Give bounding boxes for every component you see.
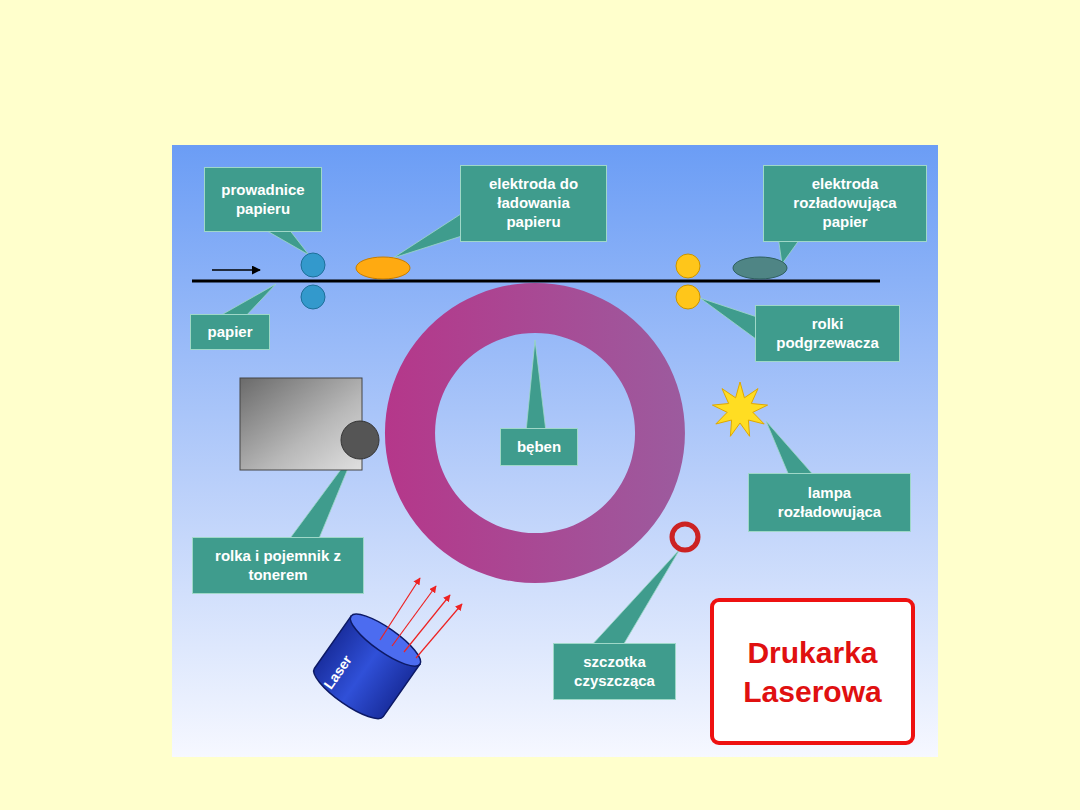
callout-box: lampa rozładowująca (748, 473, 911, 532)
callout-text: rolka i pojemnik z tonerem (201, 547, 355, 585)
callout-text: elektroda do ładowania papieru (469, 175, 598, 231)
callout-text: rolki podgrzewacza (764, 315, 891, 353)
callout-text: szczotka czyszcząca (562, 653, 667, 691)
pointer (393, 212, 468, 258)
callout-box: rolki podgrzewacza (755, 305, 900, 362)
paper-guide-roller (301, 285, 325, 309)
callout-text: prowadnice papieru (213, 181, 313, 219)
laser-unit (308, 606, 427, 726)
pointer (700, 298, 760, 342)
charging-electrode (356, 257, 410, 279)
callout-box: elektroda do ładowania papieru (460, 165, 607, 242)
laser-beams (380, 578, 462, 658)
callout-box: rolka i pojemnik z tonerem (192, 537, 364, 594)
callout-box: prowadnice papieru (204, 167, 322, 232)
pointer (766, 421, 816, 478)
pointer (526, 340, 546, 432)
callout-text: elektroda rozładowująca papier (772, 175, 918, 231)
pointer (262, 228, 309, 255)
cleaning-brush (672, 524, 698, 550)
callout-box: elektroda rozładowująca papier (763, 165, 927, 242)
callout-box: papier (190, 314, 270, 350)
callout-text: bęben (517, 438, 561, 457)
heater-roller (676, 285, 700, 309)
drum (385, 283, 685, 583)
paper-line (192, 280, 880, 283)
title-box: Drukarka Laserowa (710, 598, 915, 745)
laser-label: Laser (321, 652, 356, 692)
title: Drukarka Laserowa (724, 633, 901, 711)
callout-text: lampa rozładowująca (757, 484, 902, 522)
toner-roller (341, 421, 379, 459)
callout-box: szczotka czyszcząca (553, 643, 676, 700)
paper-guide-roller (301, 253, 325, 277)
pointer (216, 284, 276, 318)
callout-text: papier (207, 323, 252, 342)
pointer (590, 549, 680, 647)
callout-box: bęben (500, 428, 578, 466)
heater-roller (676, 254, 700, 278)
discharge-electrode (733, 257, 787, 279)
direction-arrow (212, 269, 260, 271)
discharge-lamp (712, 382, 767, 436)
toner-container (240, 378, 362, 470)
panel (172, 145, 938, 757)
